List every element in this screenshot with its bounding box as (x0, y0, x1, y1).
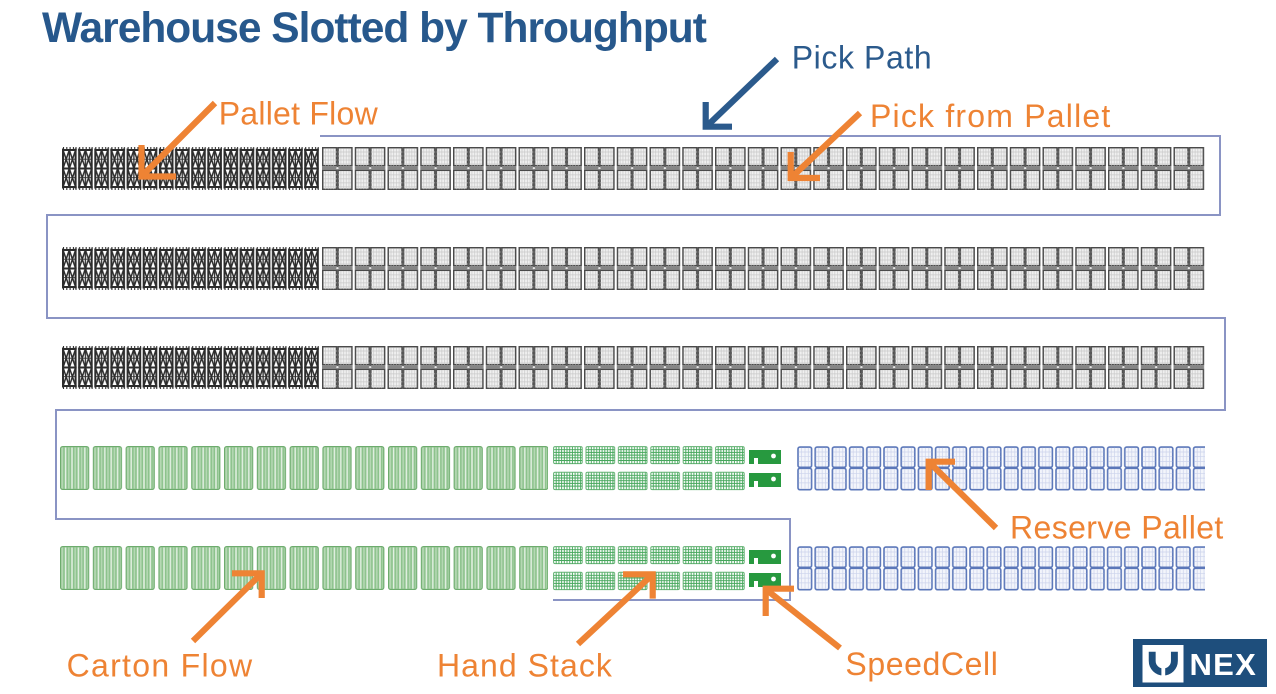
svg-text:SpeedCell: SpeedCell (845, 646, 998, 682)
svg-text:Warehouse Slotted by Throughpu: Warehouse Slotted by Throughput (42, 5, 707, 52)
svg-text:Pick from Pallet: Pick from Pallet (870, 98, 1111, 134)
svg-text:Reserve Pallet: Reserve Pallet (1010, 510, 1224, 546)
svg-text:Hand Stack: Hand Stack (437, 648, 613, 684)
svg-text:NEX: NEX (1190, 647, 1258, 682)
svg-text:Pallet Flow: Pallet Flow (219, 95, 379, 131)
svg-text:Pick Path: Pick Path (792, 40, 933, 76)
svg-text:Carton Flow: Carton Flow (67, 648, 254, 684)
